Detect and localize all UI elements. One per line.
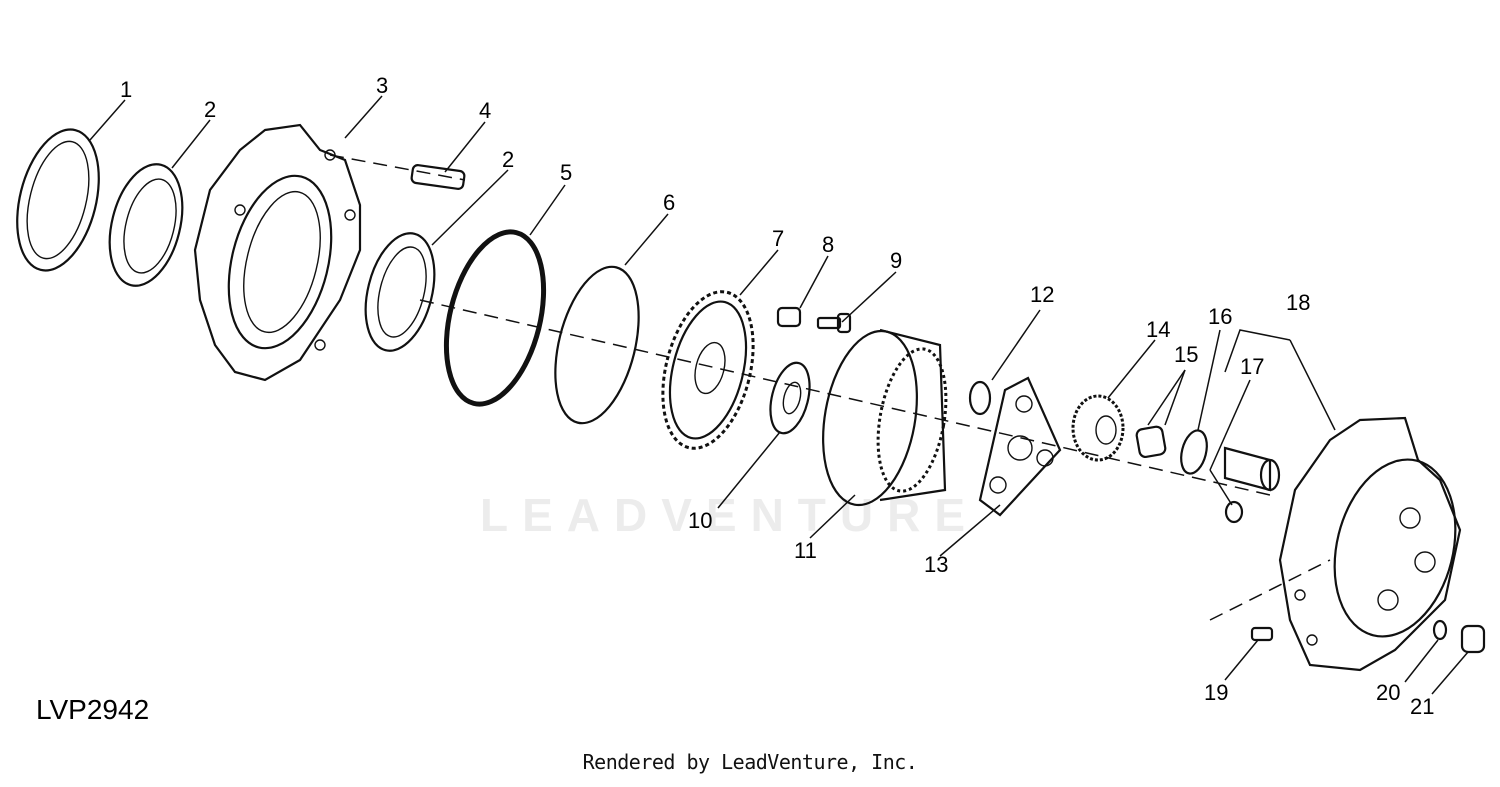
callout-14: 14 — [1146, 317, 1170, 342]
part-13-plate[interactable] — [978, 376, 1062, 517]
callout-4: 4 — [479, 98, 491, 123]
callout-6: 6 — [663, 190, 675, 215]
callout-1: 1 — [120, 77, 132, 102]
part-8-nut[interactable] — [776, 306, 802, 328]
diagram-id-label: LVP2942 — [36, 694, 150, 725]
leader-lines — [89, 95, 1469, 695]
part-10-washer[interactable] — [764, 359, 816, 438]
part-1-seal[interactable] — [4, 121, 113, 279]
part-6-snap-ring[interactable] — [541, 258, 653, 432]
callout-7: 7 — [772, 226, 784, 251]
callout-20: 20 — [1376, 680, 1400, 705]
part-18-cover[interactable] — [1278, 416, 1473, 672]
part-9-bolt[interactable] — [816, 312, 852, 334]
part-21-plug[interactable] — [1460, 624, 1486, 654]
callout-5: 5 — [560, 160, 572, 185]
part-17-pin[interactable] — [1223, 446, 1281, 524]
callout-2-right: 2 — [502, 147, 514, 172]
part-16-washer[interactable] — [1177, 428, 1211, 476]
axis-line-main — [419, 299, 1271, 496]
callout-2-left: 2 — [204, 97, 216, 122]
callout-10: 10 — [688, 508, 712, 533]
callout-8: 8 — [822, 232, 834, 257]
watermark: LEADVENTURE — [480, 489, 980, 541]
callout-labels: 1 2 3 4 2 5 6 7 8 9 10 11 12 13 14 15 16… — [120, 73, 1434, 719]
callout-16: 16 — [1208, 304, 1232, 329]
part-3-housing[interactable] — [193, 123, 362, 382]
part-15-keys[interactable] — [1135, 425, 1167, 459]
part-5-o-ring[interactable] — [430, 222, 560, 415]
part-12-clip[interactable] — [968, 380, 992, 416]
part-4-stud[interactable] — [410, 164, 466, 190]
callout-9: 9 — [890, 248, 902, 273]
part-2-bearing-right[interactable] — [354, 226, 445, 358]
part-7-sprocket[interactable] — [648, 282, 768, 458]
footer-credit: Rendered by LeadVenture, Inc. — [582, 750, 918, 774]
part-20-washer[interactable] — [1432, 619, 1448, 641]
callout-17: 17 — [1240, 354, 1264, 379]
callout-21: 21 — [1410, 694, 1434, 719]
callout-19: 19 — [1204, 680, 1228, 705]
callout-18: 18 — [1286, 290, 1310, 315]
part-19-screw[interactable] — [1250, 626, 1274, 642]
callout-12: 12 — [1030, 282, 1054, 307]
callout-11: 11 — [794, 538, 817, 563]
part-11-ring-gear[interactable] — [810, 324, 956, 513]
callout-3: 3 — [376, 73, 388, 98]
callout-15: 15 — [1174, 342, 1198, 367]
axis-line-bolt — [329, 154, 466, 181]
part-2-bearing-left[interactable] — [98, 157, 194, 294]
axis-line-lower — [1209, 559, 1331, 621]
part-14-gear[interactable] — [1071, 394, 1125, 462]
callout-13: 13 — [924, 552, 948, 577]
